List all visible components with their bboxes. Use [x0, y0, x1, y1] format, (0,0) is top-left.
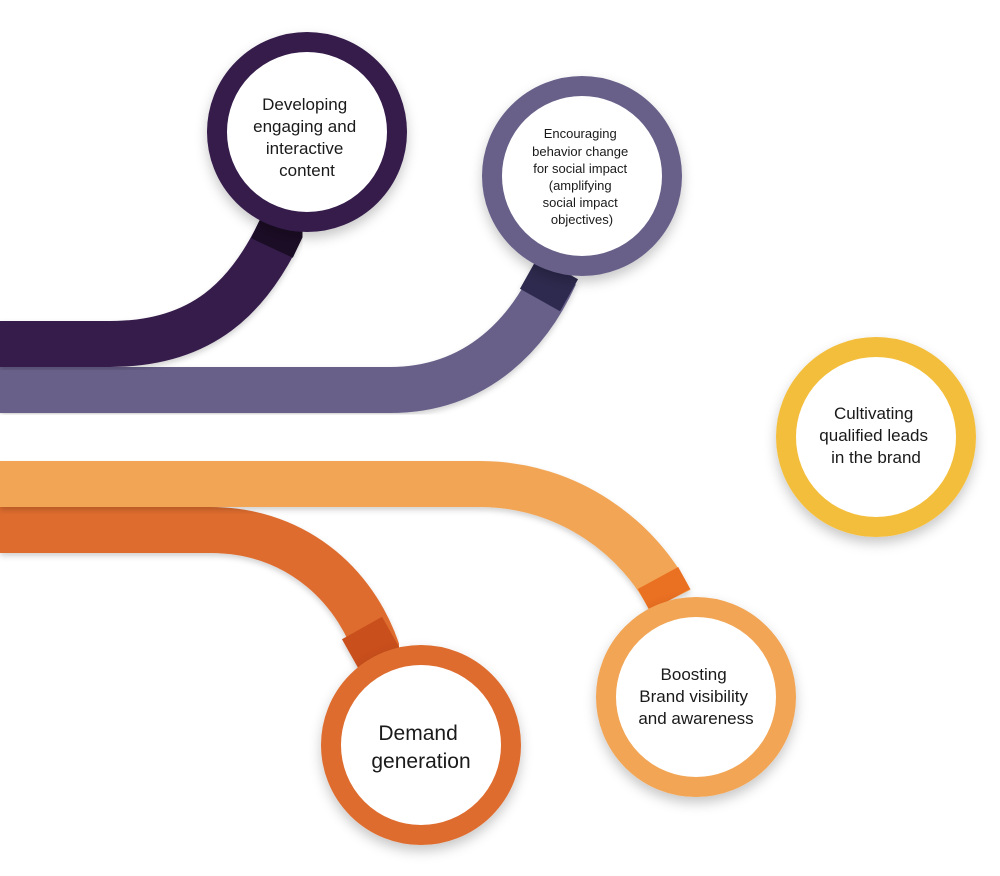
- node-demand: [321, 645, 521, 845]
- node-brand-label: Boosting Brand visibility and awareness: [638, 665, 753, 728]
- node-leads-label: Cultivating qualified leads in the brand: [819, 404, 932, 467]
- node-leads: [776, 337, 976, 537]
- band-demand: [0, 507, 403, 672]
- node-social: [482, 76, 682, 276]
- band-social: [0, 256, 579, 413]
- node-brand: [596, 597, 796, 797]
- band-content: [0, 204, 309, 367]
- band-brand: [0, 461, 691, 612]
- node-content-label: Developing engaging and interactive cont…: [253, 95, 361, 180]
- node-demand-label: Demand generation: [371, 722, 470, 773]
- node-social-label: Encouraging behavior change for social i…: [532, 126, 632, 227]
- node-content: [207, 32, 407, 232]
